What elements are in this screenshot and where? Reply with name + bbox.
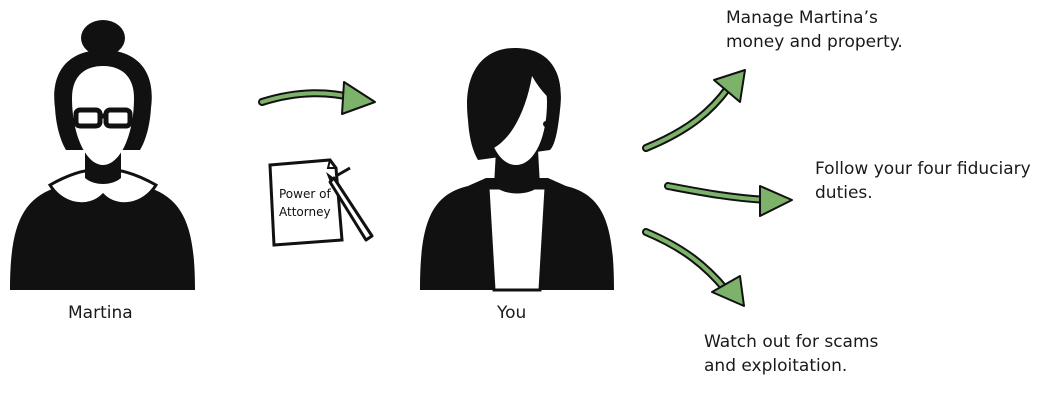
document-line: Power of xyxy=(279,187,331,201)
document-title: Power of Attorney xyxy=(279,185,331,221)
you-label: You xyxy=(497,303,527,323)
pen-icon xyxy=(326,166,374,242)
you-fringe xyxy=(479,58,561,150)
outcome-manage-money: Manage Martina’s money and property. xyxy=(726,6,903,54)
outcome-line: money and property. xyxy=(726,32,903,52)
martina-hair-bun xyxy=(81,20,125,56)
martina-label: Martina xyxy=(68,303,133,323)
glasses-icon xyxy=(73,107,133,129)
arrow-to-manage-money xyxy=(642,69,746,152)
power-of-attorney-document xyxy=(268,158,374,247)
martina-figure xyxy=(10,20,195,290)
arrow-to-you xyxy=(258,81,376,115)
outcome-line: Manage Martina’s xyxy=(726,8,878,28)
martina-dress xyxy=(10,176,195,290)
you-figure xyxy=(420,48,614,292)
outcome-line: duties. xyxy=(815,183,873,203)
arrow-to-fiduciary-duties xyxy=(664,182,793,217)
outcome-line: Watch out for scams xyxy=(704,332,879,352)
document-line: Attorney xyxy=(279,205,331,219)
outcome-line: Follow your four fiduciary xyxy=(815,159,1031,179)
you-shirt xyxy=(486,186,548,292)
earring-icon xyxy=(543,121,549,127)
outcome-watch-scams: Watch out for scams and exploitation. xyxy=(704,330,878,378)
document-page xyxy=(268,158,344,247)
arrow-to-watch-scams xyxy=(642,228,745,307)
outcome-fiduciary-duties: Follow your four fiduciary duties. xyxy=(815,157,1031,205)
outcome-line: and exploitation. xyxy=(704,356,848,376)
